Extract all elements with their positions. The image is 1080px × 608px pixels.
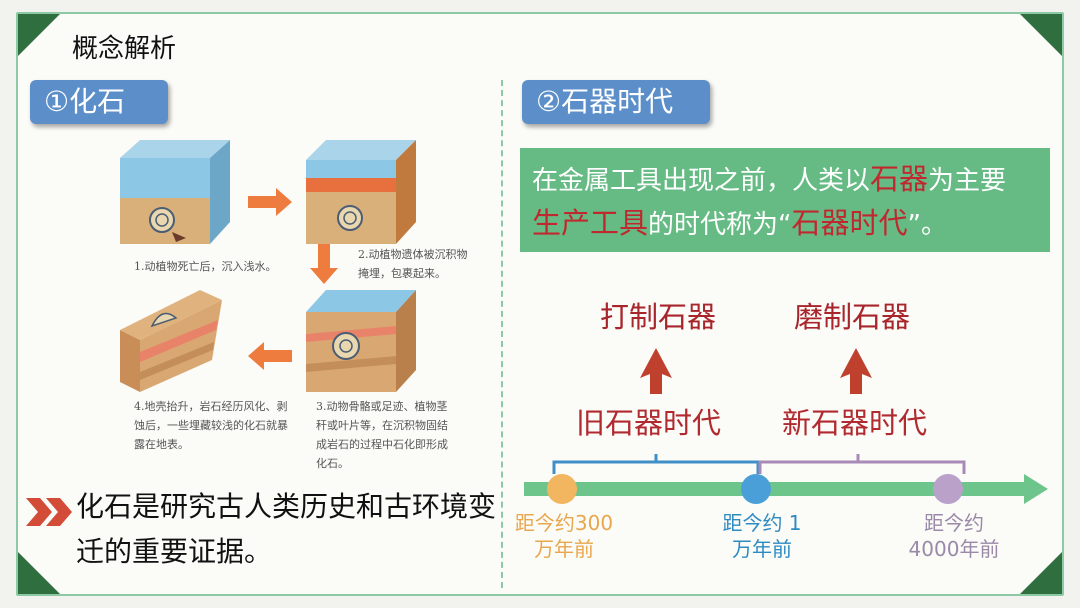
corner-decoration <box>1020 14 1062 56</box>
tool-chipped: 打制石器 <box>600 300 717 334</box>
timeline-dot <box>741 474 771 504</box>
fossil-block-4 <box>120 290 222 392</box>
timeline-dot <box>933 474 963 504</box>
definition-box: 在金属工具出现之前，人类以石器为主要生产工具的时代称为“石器时代”。 <box>520 148 1050 252</box>
fossil-block-1 <box>120 140 230 244</box>
up-arrow-icon <box>640 348 672 394</box>
corner-decoration <box>18 552 60 594</box>
corner-decoration <box>1020 552 1062 594</box>
bracket-old <box>552 454 760 474</box>
step-caption: 3.动物骨骼或足迹、植物茎秆或叶片等，在沉积物固结成岩石的过程中石化即形成化石。 <box>316 400 448 470</box>
era-paleolithic: 旧石器时代 <box>576 406 722 440</box>
era-neolithic: 新石器时代 <box>782 406 928 440</box>
timeline-dot <box>547 474 577 504</box>
step-caption: 2.动植物遗体被沉积物掩埋，包裹起来。 <box>358 248 468 280</box>
bracket-new <box>758 454 966 474</box>
tool-polished: 磨制石器 <box>794 300 911 334</box>
definition-highlight: 石器 <box>870 162 929 196</box>
stone-age-heading: ②石器时代 <box>522 80 710 124</box>
timeline-arrowhead <box>1024 474 1048 504</box>
arrow-down-icon <box>310 244 338 284</box>
definition-text: 的时代称为“ <box>648 210 792 240</box>
fossil-heading: ①化石 <box>30 80 168 124</box>
definition-text: 在金属工具出现之前，人类以 <box>532 166 871 196</box>
section-divider <box>501 80 503 588</box>
up-arrow-icon <box>840 348 872 394</box>
arrow-right-icon <box>248 188 292 216</box>
fossil-conclusion: 化石是研究古人类历史和古环境变迁的重要证据。 <box>76 490 497 568</box>
step-caption: 1.动植物死亡后，沉入浅水。 <box>134 260 277 273</box>
timeline-bar <box>524 482 1024 496</box>
fossil-block-2 <box>306 140 416 244</box>
fossil-block-3 <box>306 290 416 392</box>
corner-decoration <box>18 14 60 56</box>
definition-text: 为主要 <box>928 166 1007 196</box>
arrow-left-icon <box>248 342 292 370</box>
definition-text: ”。 <box>907 210 947 240</box>
page-title: 概念解析 <box>72 34 177 64</box>
definition-highlight: 生产工具 <box>532 206 649 240</box>
step-caption: 4.地壳抬升，岩石经历风化、剥蚀后，一些埋藏较浅的化石就暴露在地表。 <box>134 400 288 451</box>
bullet-arrow-icon <box>26 498 72 526</box>
definition-highlight: 石器时代 <box>791 206 908 240</box>
